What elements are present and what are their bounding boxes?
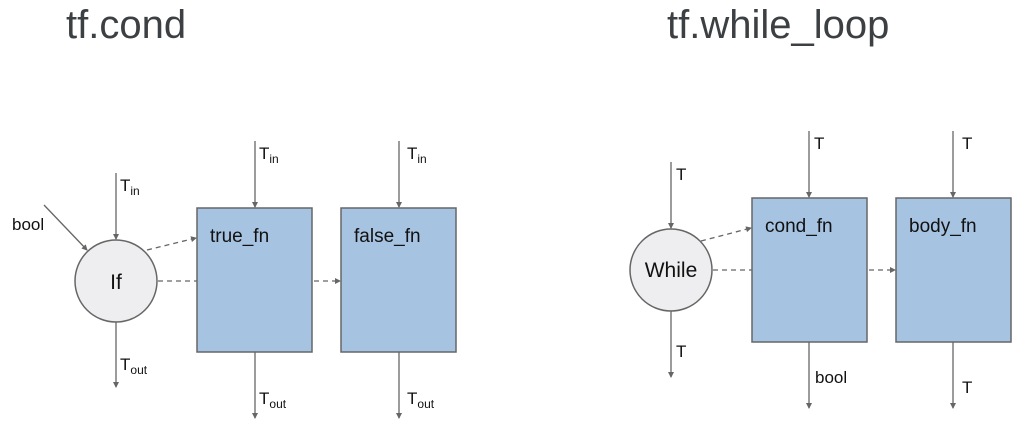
cond-title: tf.cond	[66, 3, 186, 47]
false-fn-label: false_fn	[354, 226, 421, 247]
cond-fn-box	[751, 197, 868, 343]
body-fn-box	[895, 197, 1012, 343]
bool-input-label: bool	[12, 215, 44, 234]
body-fn-label: body_fn	[909, 216, 977, 237]
cond-fn-input-label: T	[814, 134, 824, 153]
if-output-label: Tout	[120, 355, 148, 377]
if-input-label: Tin	[120, 176, 140, 198]
body-fn-output-label: T	[962, 378, 972, 397]
while-to-cond-fn-dashed	[700, 226, 752, 242]
true-fn-box	[196, 207, 313, 353]
while-node-label: While	[645, 259, 698, 282]
false-fn-output-label: Tout	[407, 389, 435, 411]
cond-fn-output-label: bool	[815, 368, 847, 387]
if-node-label: If	[110, 271, 122, 294]
if-to-true-fn-dashed	[146, 236, 197, 251]
false-fn-input-label: Tin	[407, 144, 427, 166]
true-fn-input-label: Tin	[259, 144, 279, 166]
true-fn-output-label: Tout	[259, 389, 287, 411]
bool-input-arrow	[43, 204, 88, 251]
true-fn-label: true_fn	[210, 226, 269, 247]
while-input-label: T	[676, 165, 686, 184]
false-fn-box	[340, 207, 457, 353]
cond-fn-label: cond_fn	[765, 216, 833, 237]
body-fn-input-label: T	[962, 134, 972, 153]
while-title: tf.while_loop	[667, 3, 889, 47]
while-output-label: T	[676, 342, 686, 361]
